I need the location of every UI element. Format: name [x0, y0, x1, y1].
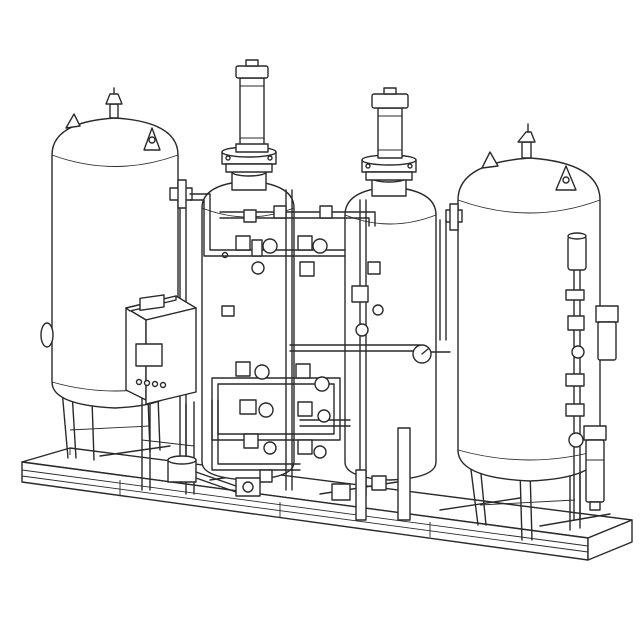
adsorption-tower-b	[344, 154, 437, 481]
inlet-valve-assembly	[167, 455, 387, 501]
air-receiver-tank	[40, 87, 193, 461]
upper-valves	[235, 205, 333, 277]
pneumatic-cylinder-a	[235, 59, 269, 153]
pressure-gauges	[351, 261, 432, 364]
filter-assembly	[565, 232, 619, 521]
nitrogen-buffer-tank	[445, 123, 601, 541]
pneumatic-cylinder-b	[371, 87, 409, 159]
adsorption-tower-a	[201, 146, 295, 481]
piping-network	[179, 189, 451, 497]
base-posts	[355, 427, 411, 521]
control-cabinet	[125, 294, 197, 495]
lower-valves	[235, 361, 331, 483]
